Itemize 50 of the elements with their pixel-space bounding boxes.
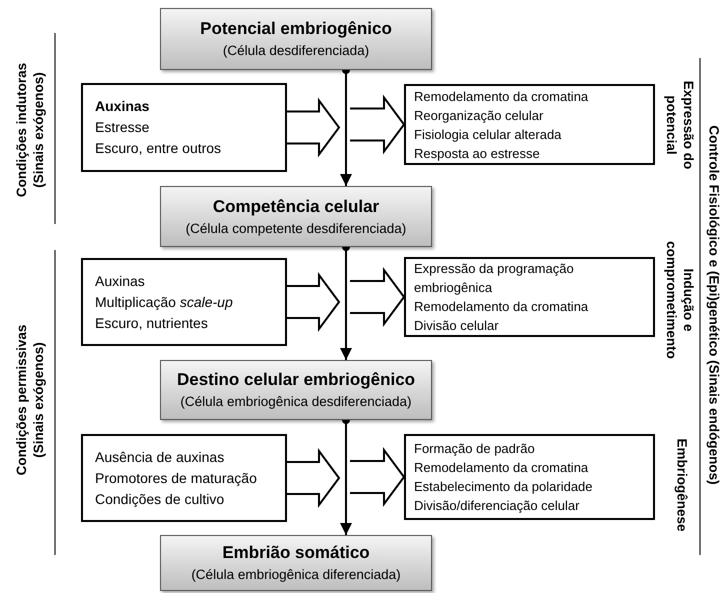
list-item: Multiplicação scale-up bbox=[95, 292, 234, 312]
list-item: Expressão da programação embriogênica bbox=[414, 260, 575, 297]
list-item: Escuro, nutrientes bbox=[95, 314, 209, 332]
list-item: Divisão/diferenciação celular bbox=[414, 497, 580, 515]
stage-box bbox=[160, 360, 432, 420]
list-item: Condições de cultivo bbox=[95, 490, 226, 509]
side-label: Indução e comprometimento bbox=[663, 240, 697, 361]
list-item: Remodelamento da cromatina bbox=[414, 459, 590, 477]
stage-subtitle: (Célula competente desdiferenciada) bbox=[186, 220, 406, 238]
side-label: Controle Fisiológico e (Epi)genético (Sinais endógenos) bbox=[706, 124, 722, 487]
block-arrow bbox=[349, 446, 406, 508]
condition-box bbox=[81, 83, 287, 172]
condition-box bbox=[81, 258, 287, 346]
stage-title: Competência celular bbox=[212, 196, 380, 218]
stage-box bbox=[160, 535, 432, 591]
list-item: Escuro, entre outros bbox=[95, 139, 222, 158]
side-label: Condições indutoras (Sinais exógenos) bbox=[13, 62, 47, 200]
side-label: Embriogênese bbox=[674, 437, 690, 534]
list-item: Fisiologia celular alterada bbox=[414, 126, 562, 144]
list-item: Divisão celular bbox=[414, 317, 500, 335]
list-item: Estresse bbox=[95, 118, 150, 137]
stage-title: Destino celular embriogênico bbox=[176, 369, 416, 391]
side-label: Expressão do potencial bbox=[663, 80, 697, 172]
block-arrow bbox=[349, 94, 406, 155]
list-item: Auxinas bbox=[95, 97, 150, 116]
list-item: Reorganização celular bbox=[414, 106, 544, 124]
condition-box bbox=[81, 434, 287, 522]
list-item: Estabelecimento da polaridade bbox=[414, 478, 594, 496]
list-item: Remodelamento da cromatina bbox=[414, 298, 590, 316]
list-item: Promotores de maturação bbox=[95, 468, 258, 488]
list-item: Ausência de auxinas bbox=[95, 448, 226, 466]
stage-box bbox=[160, 8, 432, 70]
list-item: Formação de padrão bbox=[414, 440, 536, 458]
stage-title: Embrião somático bbox=[222, 542, 370, 564]
list-item: Remodelamento da cromatina bbox=[414, 88, 590, 106]
process-box bbox=[404, 257, 655, 337]
list-item: Resposta ao estresse bbox=[414, 144, 541, 162]
process-box bbox=[404, 434, 655, 520]
list-item: Auxinas bbox=[95, 272, 146, 290]
side-label: Condições permissivas (Sinais exógenos) bbox=[13, 324, 47, 478]
block-arrow bbox=[349, 266, 406, 328]
block-arrow bbox=[286, 448, 340, 508]
stage-subtitle: (Célula embriogênica desdiferenciada) bbox=[180, 393, 412, 411]
stage-title: Potencial embriogênico bbox=[200, 18, 392, 40]
stage-box bbox=[160, 186, 432, 247]
block-arrow bbox=[286, 97, 340, 158]
process-box bbox=[404, 84, 655, 165]
stage-subtitle: (Célula embriogênica diferenciada) bbox=[191, 566, 401, 584]
block-arrow bbox=[286, 272, 340, 332]
stage-subtitle: (Célula desdiferenciada) bbox=[222, 42, 370, 60]
